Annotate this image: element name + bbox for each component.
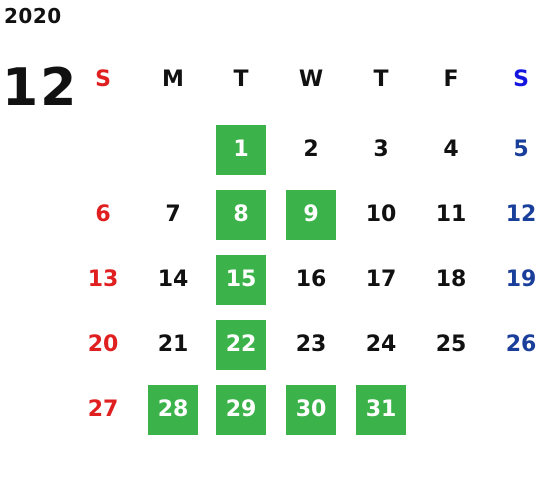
- day-cell[interactable]: 14: [157, 267, 189, 292]
- day-cell[interactable]: 17: [365, 267, 397, 292]
- weekday-header: F: [443, 67, 459, 92]
- day-cell[interactable]: 21: [157, 332, 189, 357]
- weekday-header: T: [373, 67, 389, 92]
- day-cell[interactable]: 11: [435, 202, 467, 227]
- day-cell-highlighted[interactable]: 31: [356, 385, 406, 435]
- day-cell[interactable]: 20: [87, 332, 119, 357]
- day-cell[interactable]: 10: [365, 202, 397, 227]
- day-cell[interactable]: 26: [505, 332, 537, 357]
- day-cell-highlighted[interactable]: 29: [216, 385, 266, 435]
- day-cell-highlighted[interactable]: 9: [286, 190, 336, 240]
- day-cell-highlighted[interactable]: 15: [216, 255, 266, 305]
- weekday-header: M: [162, 67, 184, 92]
- month-label: 12: [2, 58, 79, 118]
- day-cell[interactable]: 18: [435, 267, 467, 292]
- day-cell[interactable]: 16: [295, 267, 327, 292]
- day-cell[interactable]: 12: [505, 202, 537, 227]
- day-cell[interactable]: 3: [373, 137, 389, 162]
- day-cell[interactable]: 19: [505, 267, 537, 292]
- weekday-header: S: [513, 67, 529, 92]
- day-cell-highlighted[interactable]: 28: [148, 385, 198, 435]
- day-cell[interactable]: 7: [165, 202, 181, 227]
- year-label: 2020: [4, 4, 62, 28]
- weekday-header: W: [298, 67, 324, 92]
- day-cell-highlighted[interactable]: 8: [216, 190, 266, 240]
- day-cell[interactable]: 27: [87, 397, 119, 422]
- day-cell[interactable]: 5: [513, 137, 529, 162]
- weekday-header: T: [233, 67, 249, 92]
- day-cell-highlighted[interactable]: 30: [286, 385, 336, 435]
- day-cell[interactable]: 2: [303, 137, 319, 162]
- day-cell[interactable]: 24: [365, 332, 397, 357]
- weekday-header: S: [95, 67, 111, 92]
- day-cell-highlighted[interactable]: 1: [216, 125, 266, 175]
- day-cell[interactable]: 6: [95, 202, 111, 227]
- day-cell[interactable]: 23: [295, 332, 327, 357]
- day-cell[interactable]: 4: [443, 137, 459, 162]
- day-cell[interactable]: 13: [87, 267, 119, 292]
- day-cell-highlighted[interactable]: 22: [216, 320, 266, 370]
- day-cell[interactable]: 25: [435, 332, 467, 357]
